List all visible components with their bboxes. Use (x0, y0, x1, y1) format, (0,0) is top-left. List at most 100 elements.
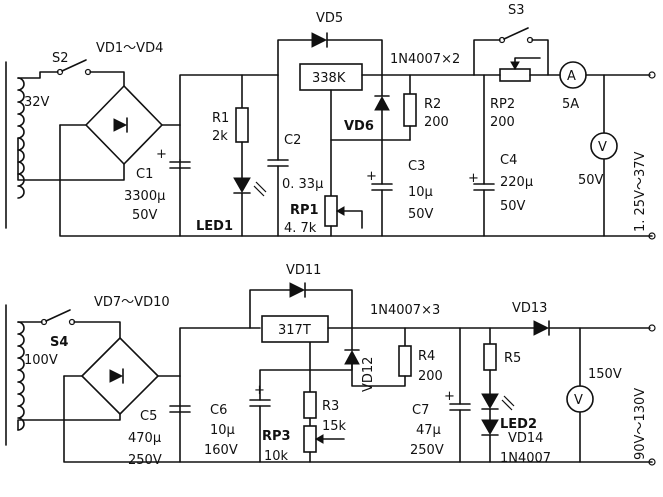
potentiometer-rp3[interactable]: RP3 10k (262, 425, 345, 464)
resistor-r4: R4 200 (398, 345, 443, 384)
voltmeter-1-range: 50V (578, 173, 604, 188)
r3-value: 15k (322, 419, 347, 434)
capacitor-c3: + C3 10μ 50V (366, 159, 434, 222)
r4-value: 200 (418, 369, 443, 384)
vd11-label: VD11 (286, 263, 321, 278)
c6-voltage: 160V (204, 443, 238, 458)
rp3-name: RP3 (262, 429, 291, 444)
c3-name: C3 (408, 159, 425, 174)
regulator-317t-label: 317T (278, 323, 311, 338)
capacitor-c2: C2 0. 33μ (267, 133, 323, 192)
led-led1: LED1 (196, 177, 267, 234)
bridge-rectifier-2 (81, 337, 159, 415)
c7-voltage: 250V (410, 443, 444, 458)
ammeter-symbol: A (567, 69, 576, 84)
led2-label: LED2 (500, 417, 537, 432)
potentiometer-rp1[interactable]: RP1 4. 7k (284, 195, 363, 236)
top-output-negative-terminal[interactable] (648, 232, 656, 240)
c1-voltage: 50V (132, 208, 158, 223)
resistor-r5: R5 (483, 343, 521, 371)
vd5-label: VD5 (316, 11, 343, 26)
c2-value: 0. 33μ (282, 177, 323, 192)
bottom-output-positive-terminal[interactable] (648, 324, 656, 332)
switch-s4[interactable]: S4 (40, 309, 76, 350)
capacitor-c7: + C7 47μ 250V (410, 389, 471, 458)
diode-vd12: VD12 (344, 349, 376, 392)
c5-voltage: 250V (128, 453, 162, 468)
switch-s3-label: S3 (508, 3, 525, 18)
diode-vd6: VD6 (344, 95, 390, 134)
diode-vd13: VD13 (512, 301, 550, 336)
c5-value: 470μ (128, 431, 161, 446)
r1-value: 2k (212, 129, 228, 144)
vd13-label: VD13 (512, 301, 547, 316)
transformer-2: 100V (5, 304, 58, 446)
transformer-2-voltage: 100V (24, 353, 58, 368)
diode-vd5: VD5 (311, 11, 343, 48)
c4-value: 220μ (500, 175, 533, 190)
capacitor-c4: + C4 220μ 50V (468, 153, 533, 214)
vd6-label: VD6 (344, 119, 374, 134)
r2-name: R2 (424, 97, 441, 112)
potentiometer-rp2[interactable]: RP2 200 (490, 57, 541, 130)
ammeter-range: 5A (562, 97, 579, 112)
c6-polarity: + (254, 383, 265, 398)
r2-value: 200 (424, 115, 449, 130)
resistor-r3: R3 15k (303, 391, 347, 434)
resistor-r1: R1 2k (212, 107, 249, 144)
c4-polarity: + (468, 171, 479, 186)
top-output-positive-terminal[interactable] (648, 71, 656, 79)
c6-name: C6 (210, 403, 227, 418)
r1-name: R1 (212, 111, 229, 126)
rp2-name: RP2 (490, 97, 515, 112)
rp3-value: 10k (264, 449, 289, 464)
switch-s4-label: S4 (50, 335, 68, 350)
voltmeter-2-symbol: V (574, 393, 583, 408)
c3-voltage: 50V (408, 207, 434, 222)
bottom-circuit: 100V S4 VD7～VD10 C5 470μ (5, 263, 656, 468)
capacitor-c5: C5 470μ 250V (128, 405, 191, 468)
switch-s2[interactable]: S2 (52, 51, 92, 76)
top-circuit: 32V S2 VD1～VD4 (5, 3, 656, 240)
rp1-value: 4. 7k (284, 221, 317, 236)
rp2-value: 200 (490, 115, 515, 130)
bottom-output-negative-terminal[interactable] (648, 458, 656, 466)
c7-value: 47μ (416, 423, 441, 438)
transformer-1-voltage: 32V (24, 95, 50, 110)
regulator-338k-label: 338K (312, 71, 346, 86)
c5-name: C5 (140, 409, 157, 424)
c4-voltage: 50V (500, 199, 526, 214)
ammeter-icon: A 5A (559, 61, 587, 112)
diode-vd11: VD11 (286, 263, 321, 298)
capacitor-c6: + C6 10μ 160V (204, 383, 271, 458)
bridge-2-label: VD7～VD10 (94, 295, 170, 310)
c3-value: 10μ (408, 185, 433, 200)
r4-name: R4 (418, 349, 435, 364)
voltmeter-icon: V 50V (578, 132, 618, 188)
regulator-338k: 338K (299, 63, 363, 91)
top-output-range: 1. 25V～37V (633, 151, 648, 232)
c6-value: 10μ (210, 423, 235, 438)
voltmeter-1-symbol: V (598, 140, 607, 155)
led-led2: LED2 (481, 393, 537, 432)
led1-label: LED1 (196, 219, 233, 234)
bridge-1-label: VD1～VD4 (96, 41, 163, 56)
c2-name: C2 (284, 133, 301, 148)
c7-name: C7 (412, 403, 429, 418)
diode-vd14: VD14 1N4007 (481, 419, 551, 466)
diodes-note-top: 1N4007×2 (390, 52, 460, 67)
regulator-317t: 317T (261, 315, 329, 343)
diodes-note-bottom: 1N4007×3 (370, 303, 440, 318)
vd14-part: 1N4007 (500, 451, 551, 466)
transformer-1: 32V (5, 61, 50, 229)
c3-polarity: + (366, 169, 377, 184)
rp1-name: RP1 (290, 203, 319, 218)
bottom-output-range: 90V～130V (633, 388, 648, 460)
c1-polarity: + (156, 147, 167, 162)
c7-polarity: + (444, 389, 455, 404)
vd14-name: VD14 (508, 431, 543, 446)
resistor-r2: R2 200 (403, 93, 449, 130)
switch-s3[interactable]: S3 (498, 3, 534, 44)
r3-name: R3 (322, 399, 339, 414)
